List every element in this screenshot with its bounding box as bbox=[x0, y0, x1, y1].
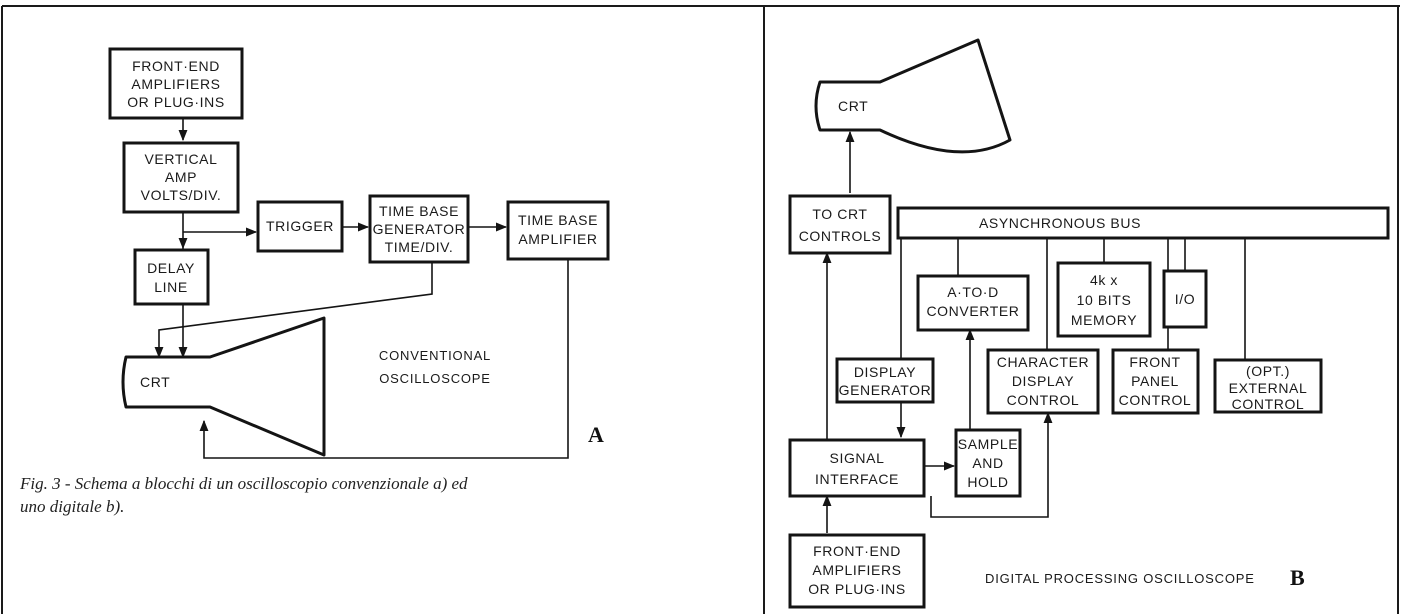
svg-text:CONTROL: CONTROL bbox=[1007, 392, 1080, 408]
time-base-amplifier-box: TIME BASE AMPLIFIER bbox=[506, 200, 610, 261]
svg-text:HOLD: HOLD bbox=[967, 474, 1008, 490]
svg-text:AMPLIFIERS: AMPLIFIERS bbox=[812, 562, 901, 578]
svg-text:VERTICAL: VERTICAL bbox=[144, 151, 217, 167]
svg-text:FRONT·END: FRONT·END bbox=[132, 58, 220, 74]
trigger-box: TRIGGER bbox=[256, 200, 344, 253]
svg-text:INTERFACE: INTERFACE bbox=[815, 471, 899, 487]
sample-and-hold-box: SAMPLE AND HOLD bbox=[954, 428, 1022, 498]
svg-text:DELAY: DELAY bbox=[147, 260, 195, 276]
to-crt-controls-box: TO CRT CONTROLS bbox=[788, 194, 892, 255]
svg-text:EXTERNAL: EXTERNAL bbox=[1229, 380, 1308, 396]
svg-text:TRIGGER: TRIGGER bbox=[266, 218, 334, 234]
svg-text:CONVERTER: CONVERTER bbox=[926, 303, 1019, 319]
page-frame bbox=[1, 5, 1400, 614]
diagram-a: CRT FRONT·END AMPLIFIERS OR PLUG·INS VER… bbox=[108, 47, 610, 459]
diagram-b: CRT ASYNCHRONOUS BUS TO CRT CONTROLS A·T… bbox=[788, 38, 1390, 609]
svg-text:I/O: I/O bbox=[1175, 291, 1195, 307]
svg-text:MEMORY: MEMORY bbox=[1071, 312, 1137, 328]
asynchronous-bus: ASYNCHRONOUS BUS bbox=[896, 206, 1390, 240]
svg-text:FRONT·END: FRONT·END bbox=[813, 543, 901, 559]
svg-text:DISPLAY: DISPLAY bbox=[854, 364, 916, 380]
svg-text:FRONT: FRONT bbox=[1129, 354, 1180, 370]
svg-text:TIME BASE: TIME BASE bbox=[379, 203, 459, 219]
svg-text:VOLTS/DIV.: VOLTS/DIV. bbox=[141, 187, 222, 203]
svg-text:GENERATOR: GENERATOR bbox=[373, 221, 466, 237]
svg-text:(OPT.): (OPT.) bbox=[1246, 363, 1290, 379]
io-box: I/O bbox=[1162, 269, 1208, 329]
svg-text:GENERATOR: GENERATOR bbox=[839, 382, 932, 398]
svg-text:CONTROLS: CONTROLS bbox=[799, 228, 882, 244]
crt-a-tube bbox=[121, 316, 326, 457]
front-end-amplifiers-box-b: FRONT·END AMPLIFIERS OR PLUG·INS bbox=[788, 533, 926, 609]
svg-text:PANEL: PANEL bbox=[1131, 373, 1179, 389]
crt-a-label: CRT bbox=[140, 374, 170, 390]
diagram-a-letter: A bbox=[588, 422, 604, 447]
a-to-d-converter-box: A·TO·D CONVERTER bbox=[916, 274, 1030, 332]
crt-b-shape bbox=[814, 38, 1012, 154]
diagram-b-letter: B bbox=[1290, 565, 1305, 590]
svg-text:CHARACTER: CHARACTER bbox=[997, 354, 1090, 370]
delay-line-box: DELAY LINE bbox=[133, 248, 210, 306]
svg-text:AND: AND bbox=[972, 455, 1003, 471]
svg-text:SIGNAL: SIGNAL bbox=[830, 450, 885, 466]
crt-b-label: CRT bbox=[838, 98, 868, 114]
svg-text:10 BITS: 10 BITS bbox=[1077, 292, 1132, 308]
svg-text:AMPLIFIERS: AMPLIFIERS bbox=[131, 76, 220, 92]
svg-text:OR PLUG·INS: OR PLUG·INS bbox=[127, 94, 225, 110]
memory-box: 4k x 10 BITS MEMORY bbox=[1056, 261, 1152, 338]
svg-text:SAMPLE: SAMPLE bbox=[958, 436, 1018, 452]
svg-text:DISPLAY: DISPLAY bbox=[1012, 373, 1074, 389]
diagram-a-title-line-2: OSCILLOSCOPE bbox=[379, 371, 490, 386]
svg-text:CONTROL: CONTROL bbox=[1119, 392, 1192, 408]
vertical-amp-box: VERTICAL AMP VOLTS/DIV. bbox=[122, 141, 240, 214]
diagram-a-connections bbox=[154, 118, 569, 459]
svg-text:OR PLUG·INS: OR PLUG·INS bbox=[808, 581, 906, 597]
external-control-box: (OPT.) EXTERNAL CONTROL bbox=[1213, 358, 1323, 414]
svg-text:A·TO·D: A·TO·D bbox=[947, 284, 999, 300]
display-generator-box: DISPLAY GENERATOR bbox=[835, 357, 935, 404]
front-panel-control-box: FRONT PANEL CONTROL bbox=[1111, 348, 1200, 415]
svg-text:TO CRT: TO CRT bbox=[812, 206, 867, 222]
figure-caption-line-1: Fig. 3 - Schema a blocchi di un oscillos… bbox=[19, 474, 468, 493]
character-display-control-box: CHARACTER DISPLAY CONTROL bbox=[986, 348, 1100, 415]
svg-text:LINE: LINE bbox=[154, 279, 188, 295]
svg-text:AMP: AMP bbox=[165, 169, 197, 185]
svg-text:TIME/DIV.: TIME/DIV. bbox=[385, 239, 454, 255]
svg-text:AMPLIFIER: AMPLIFIER bbox=[518, 231, 597, 247]
front-end-amplifiers-box-a: FRONT·END AMPLIFIERS OR PLUG·INS bbox=[108, 47, 244, 120]
diagram-a-title-line-1: CONVENTIONAL bbox=[379, 348, 491, 363]
diagram-b-title: DIGITAL PROCESSING OSCILLOSCOPE bbox=[985, 571, 1255, 586]
signal-interface-box: SIGNAL INTERFACE bbox=[788, 438, 926, 498]
time-base-generator-box: TIME BASE GENERATOR TIME/DIV. bbox=[368, 194, 470, 264]
svg-text:CONTROL: CONTROL bbox=[1232, 396, 1305, 412]
svg-text:ASYNCHRONOUS BUS: ASYNCHRONOUS BUS bbox=[979, 215, 1141, 231]
svg-text:TIME BASE: TIME BASE bbox=[518, 212, 598, 228]
figure-caption-line-2: uno digitale b). bbox=[20, 497, 124, 516]
svg-text:4k x: 4k x bbox=[1090, 272, 1118, 288]
